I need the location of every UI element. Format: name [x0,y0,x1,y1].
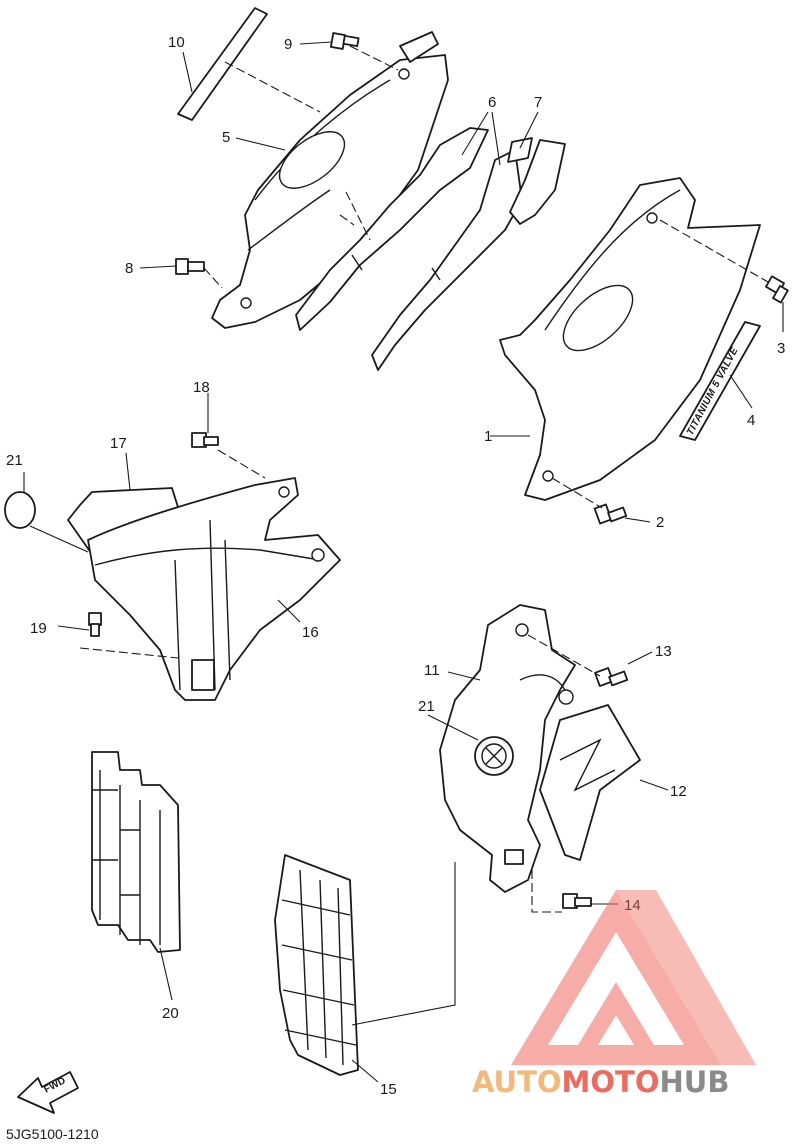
bolt-3 [765,275,789,304]
bolt-9 [329,32,360,50]
bolt-8 [175,258,205,275]
part-6-seal-strips [295,127,523,371]
part-10-decal-strip [177,7,268,121]
callout-1: 1 [484,428,492,445]
logo-word-hub: HUB [660,1065,730,1099]
automotohub-logo: AUTOMOTOHUB [472,890,756,1099]
callout-10: 10 [168,34,185,51]
callout-21-right: 21 [418,698,435,715]
callout-6: 6 [488,94,496,111]
callout-12: 12 [670,783,687,800]
bolt-14 [562,893,592,909]
callout-4: 4 [747,412,755,429]
logo-triangle-icon [511,890,756,1065]
part-1-side-cover [499,177,761,501]
callout-13: 13 [655,643,672,660]
bolt-18 [191,432,219,448]
callout-2: 2 [656,514,664,531]
callout-15: 15 [380,1081,397,1098]
callout-21-left: 21 [6,452,23,469]
part-5-side-cover [211,31,449,329]
bolt-13 [594,667,629,687]
callout-16: 16 [302,624,319,641]
bolt-2 [593,503,628,525]
logo-word-moto: MOTO [562,1065,660,1099]
part-16-radiator-guard [87,477,341,701]
part-20-radiator-louver [91,751,181,953]
leader-lines [23,41,784,1083]
logo-wordmark: AUTOMOTOHUB [472,1065,729,1099]
callout-18: 18 [193,379,210,396]
callout-5: 5 [222,129,230,146]
part-code-label: 5JG5100-1210 [6,1126,99,1142]
bolt-19 [88,612,102,637]
callout-9: 9 [284,36,292,53]
callout-17: 17 [110,435,127,452]
part-15-radiator-grille [274,854,359,1076]
part-12-radiator-panel [539,704,641,861]
callout-7: 7 [534,94,542,111]
callout-19: 19 [30,620,47,637]
fwd-arrow-icon: FWD [17,1071,79,1114]
logo-word-auto: AUTO [472,1065,562,1099]
part-21-emblem-right [474,736,514,776]
callout-numbers: 1 2 3 4 5 6 7 8 9 10 11 12 13 14 15 16 1… [6,34,785,1098]
part-21-emblem-left [4,491,36,529]
callout-3: 3 [777,340,785,357]
callout-14: 14 [624,897,641,914]
callout-20: 20 [162,1005,179,1022]
part-7-spacer [507,137,566,225]
callout-8: 8 [125,260,133,277]
callout-11: 11 [424,662,440,679]
